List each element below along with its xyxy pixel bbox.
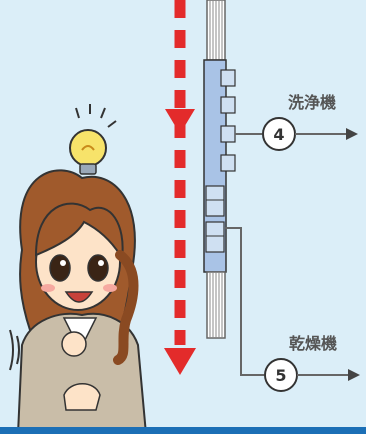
- connector-line: [225, 227, 264, 376]
- flow-arrow-head-mid: [165, 109, 195, 134]
- step-number: 4: [273, 125, 284, 144]
- lightbulb-icon: [69, 104, 117, 175]
- bottom-bar: [0, 427, 366, 434]
- conveyor-column: [203, 0, 236, 339]
- arrow-right-icon: [348, 369, 360, 381]
- flow-arrow: [164, 0, 196, 375]
- step-number: 5: [275, 366, 286, 385]
- output-washer: 4 洗浄機: [235, 93, 358, 151]
- arrow-right-icon: [346, 128, 358, 140]
- person-illustration: [9, 169, 148, 434]
- output-dryer: 5 乾燥機: [225, 227, 360, 392]
- machine-label: 洗浄機: [288, 93, 336, 112]
- machine-label: 乾燥機: [289, 334, 337, 353]
- flow-arrow-head-bottom: [164, 348, 196, 375]
